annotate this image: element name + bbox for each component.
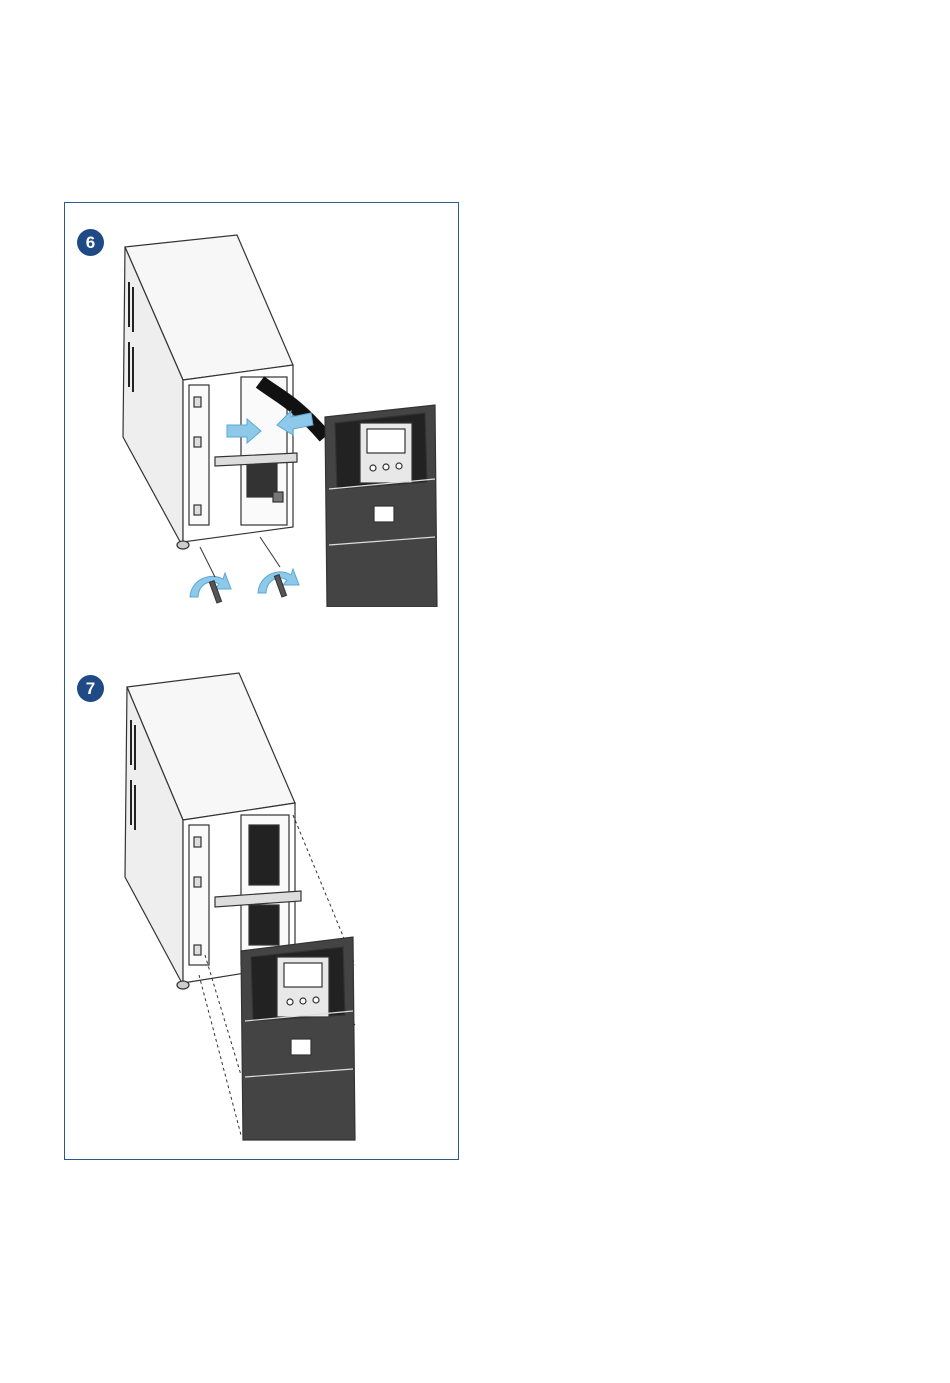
step-6-illustration bbox=[65, 227, 460, 607]
instruction-frame: 6 bbox=[64, 202, 459, 1160]
step-7-illustration bbox=[65, 665, 460, 1145]
front-panel bbox=[241, 937, 355, 1140]
front-panel bbox=[325, 405, 437, 607]
ups-cabinet bbox=[123, 235, 325, 549]
ups-cabinet bbox=[125, 673, 301, 989]
